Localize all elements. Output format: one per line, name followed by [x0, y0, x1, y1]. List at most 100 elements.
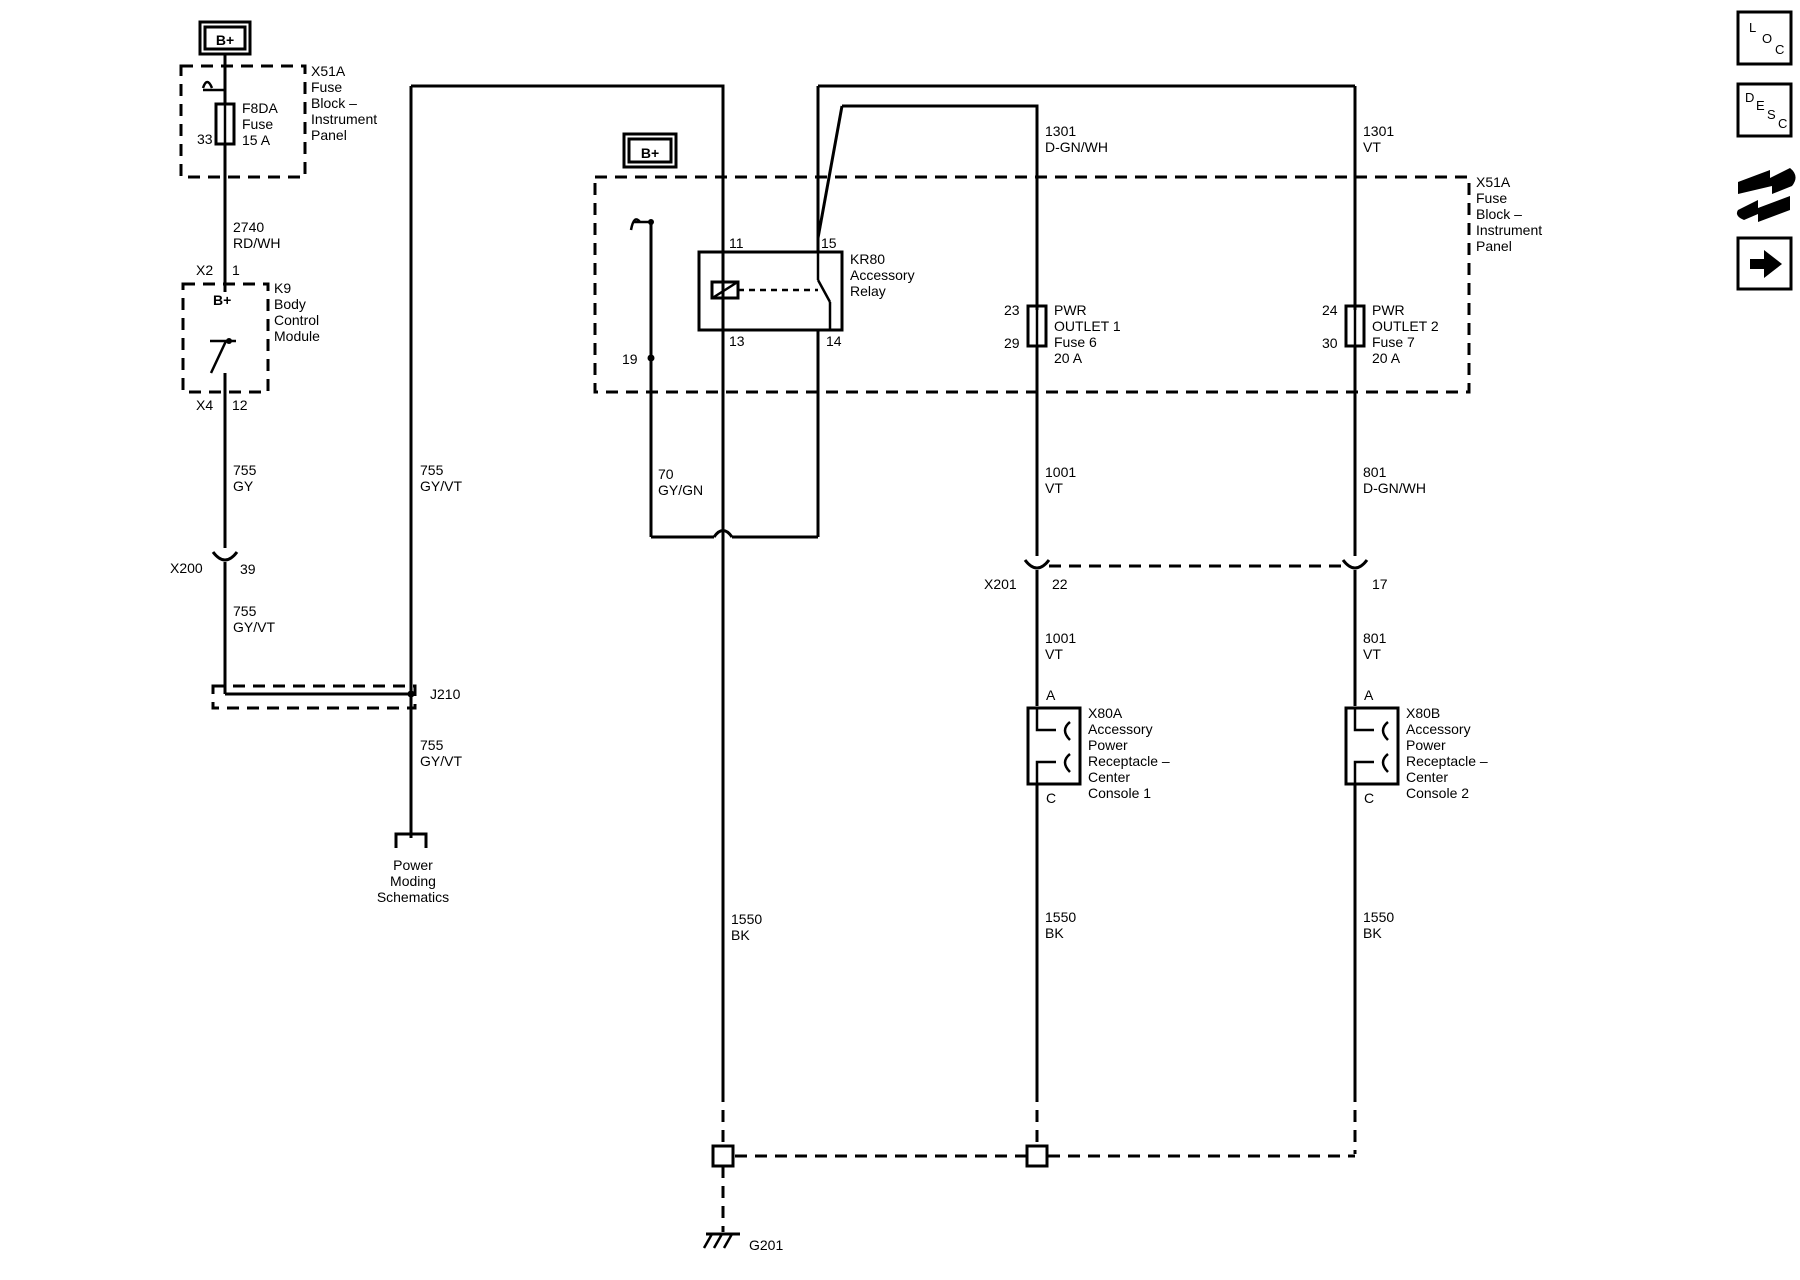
svg-text:14: 14 [826, 333, 842, 349]
svg-text:1550: 1550 [1045, 909, 1076, 925]
svg-text:OUTLET 2: OUTLET 2 [1372, 318, 1439, 334]
arrow-right-icon[interactable] [1736, 236, 1793, 291]
svg-text:12: 12 [232, 397, 248, 413]
connector-icon[interactable] [1736, 168, 1796, 222]
svg-text:E: E [1756, 98, 1765, 113]
svg-text:A: A [1364, 687, 1374, 703]
svg-text:Fuse 7: Fuse 7 [1372, 334, 1415, 350]
connector-x201-pin17 [1341, 559, 1369, 570]
svg-text:2740: 2740 [233, 219, 264, 235]
svg-text:C: C [1046, 790, 1056, 806]
svg-text:Power: Power [1088, 737, 1128, 753]
battery-terminal-relay: B+ [622, 132, 678, 169]
svg-text:19: 19 [622, 351, 638, 367]
svg-text:X2: X2 [196, 262, 213, 278]
svg-text:A: A [1046, 687, 1056, 703]
svg-text:X201: X201 [984, 576, 1017, 592]
svg-text:GY/VT: GY/VT [420, 478, 462, 494]
svg-text:13: 13 [729, 333, 745, 349]
body-control-module-outline [181, 282, 270, 394]
svg-text:PWR: PWR [1372, 302, 1405, 318]
power-moding-schematics-link[interactable]: Power Moding Schematics [377, 857, 449, 905]
svg-text:C: C [1778, 116, 1787, 131]
svg-text:Power: Power [1406, 737, 1446, 753]
svg-text:39: 39 [240, 561, 256, 577]
svg-text:Fuse: Fuse [242, 116, 273, 132]
svg-text:OUTLET 1: OUTLET 1 [1054, 318, 1121, 334]
svg-text:X4: X4 [196, 397, 213, 413]
svg-text:Instrument: Instrument [311, 111, 377, 127]
svg-text:RD/WH: RD/WH [233, 235, 280, 251]
svg-text:D-GN/WH: D-GN/WH [1045, 139, 1108, 155]
svg-text:Power: Power [393, 857, 433, 873]
svg-text:Body: Body [274, 296, 306, 312]
fuse-block-main-label: X51A Fuse Block – Instrument Panel [1476, 174, 1542, 254]
svg-text:Accessory: Accessory [1088, 721, 1153, 737]
svg-text:755: 755 [420, 737, 444, 753]
body-control-module-label: K9 Body Control Module [274, 280, 320, 344]
svg-text:BK: BK [1045, 925, 1064, 941]
receptacle-x80a-label: X80A Accessory Power Receptacle – Center… [1088, 705, 1170, 801]
svg-text:Console 2: Console 2 [1406, 785, 1469, 801]
svg-text:X80B: X80B [1406, 705, 1440, 721]
svg-text:755: 755 [233, 462, 257, 478]
relay-kr80 [697, 250, 844, 332]
svg-text:Block –: Block – [1476, 206, 1522, 222]
svg-text:GY: GY [233, 478, 254, 494]
battery-terminal-top-left: B+ [198, 20, 252, 56]
fuse-6-label: PWR OUTLET 1 Fuse 6 20 A [1054, 302, 1121, 366]
svg-text:Fuse: Fuse [311, 79, 342, 95]
connector-x201-pin22 [1023, 559, 1051, 570]
svg-text:D-GN/WH: D-GN/WH [1363, 480, 1426, 496]
desc-button[interactable]: D E S C [1736, 82, 1793, 138]
svg-text:Receptacle –: Receptacle – [1088, 753, 1170, 769]
svg-text:GY/VT: GY/VT [233, 619, 275, 635]
svg-text:GY/VT: GY/VT [420, 753, 462, 769]
receptacle-x80b [1344, 706, 1400, 786]
svg-text:J210: J210 [430, 686, 461, 702]
svg-text:755: 755 [420, 462, 444, 478]
svg-text:B+: B+ [213, 292, 231, 308]
svg-text:Schematics: Schematics [377, 889, 449, 905]
svg-text:755: 755 [233, 603, 257, 619]
receptacle-x80b-label: X80B Accessory Power Receptacle – Center… [1406, 705, 1488, 801]
svg-text:Instrument: Instrument [1476, 222, 1542, 238]
svg-text:B+: B+ [216, 32, 234, 48]
svg-text:D: D [1745, 90, 1754, 105]
svg-text:X51A: X51A [311, 63, 346, 79]
svg-text:20 A: 20 A [1054, 350, 1083, 366]
svg-text:1550: 1550 [731, 911, 762, 927]
svg-text:22: 22 [1052, 576, 1068, 592]
svg-text:X51A: X51A [1476, 174, 1511, 190]
svg-text:30: 30 [1322, 335, 1338, 351]
svg-text:Module: Module [274, 328, 320, 344]
svg-text:Fuse 6: Fuse 6 [1054, 334, 1097, 350]
svg-text:17: 17 [1372, 576, 1388, 592]
svg-text:G201: G201 [749, 1237, 783, 1253]
svg-text:Block –: Block – [311, 95, 357, 111]
ground-g201: G201 [702, 1232, 783, 1253]
svg-text:O: O [1762, 31, 1772, 46]
svg-text:Fuse: Fuse [1476, 190, 1507, 206]
fuse-block-main-outline [593, 175, 1471, 394]
ground-splice-2 [1025, 1144, 1049, 1168]
svg-text:15 A: 15 A [242, 132, 271, 148]
loc-button[interactable]: L O C [1736, 10, 1793, 66]
svg-text:L: L [1749, 20, 1756, 35]
svg-text:801: 801 [1363, 630, 1387, 646]
svg-text:Panel: Panel [311, 127, 347, 143]
svg-text:Panel: Panel [1476, 238, 1512, 254]
svg-text:Accessory: Accessory [850, 267, 915, 283]
svg-text:F8DA: F8DA [242, 100, 278, 116]
svg-text:1001: 1001 [1045, 464, 1076, 480]
svg-text:Center: Center [1406, 769, 1448, 785]
svg-text:X80A: X80A [1088, 705, 1123, 721]
svg-text:1: 1 [232, 262, 240, 278]
svg-text:1001: 1001 [1045, 630, 1076, 646]
svg-text:29: 29 [1004, 335, 1020, 351]
svg-text:X200: X200 [170, 560, 203, 576]
relay-kr80-label: KR80 Accessory Relay [850, 251, 915, 299]
svg-text:KR80: KR80 [850, 251, 885, 267]
svg-text:Relay: Relay [850, 283, 886, 299]
